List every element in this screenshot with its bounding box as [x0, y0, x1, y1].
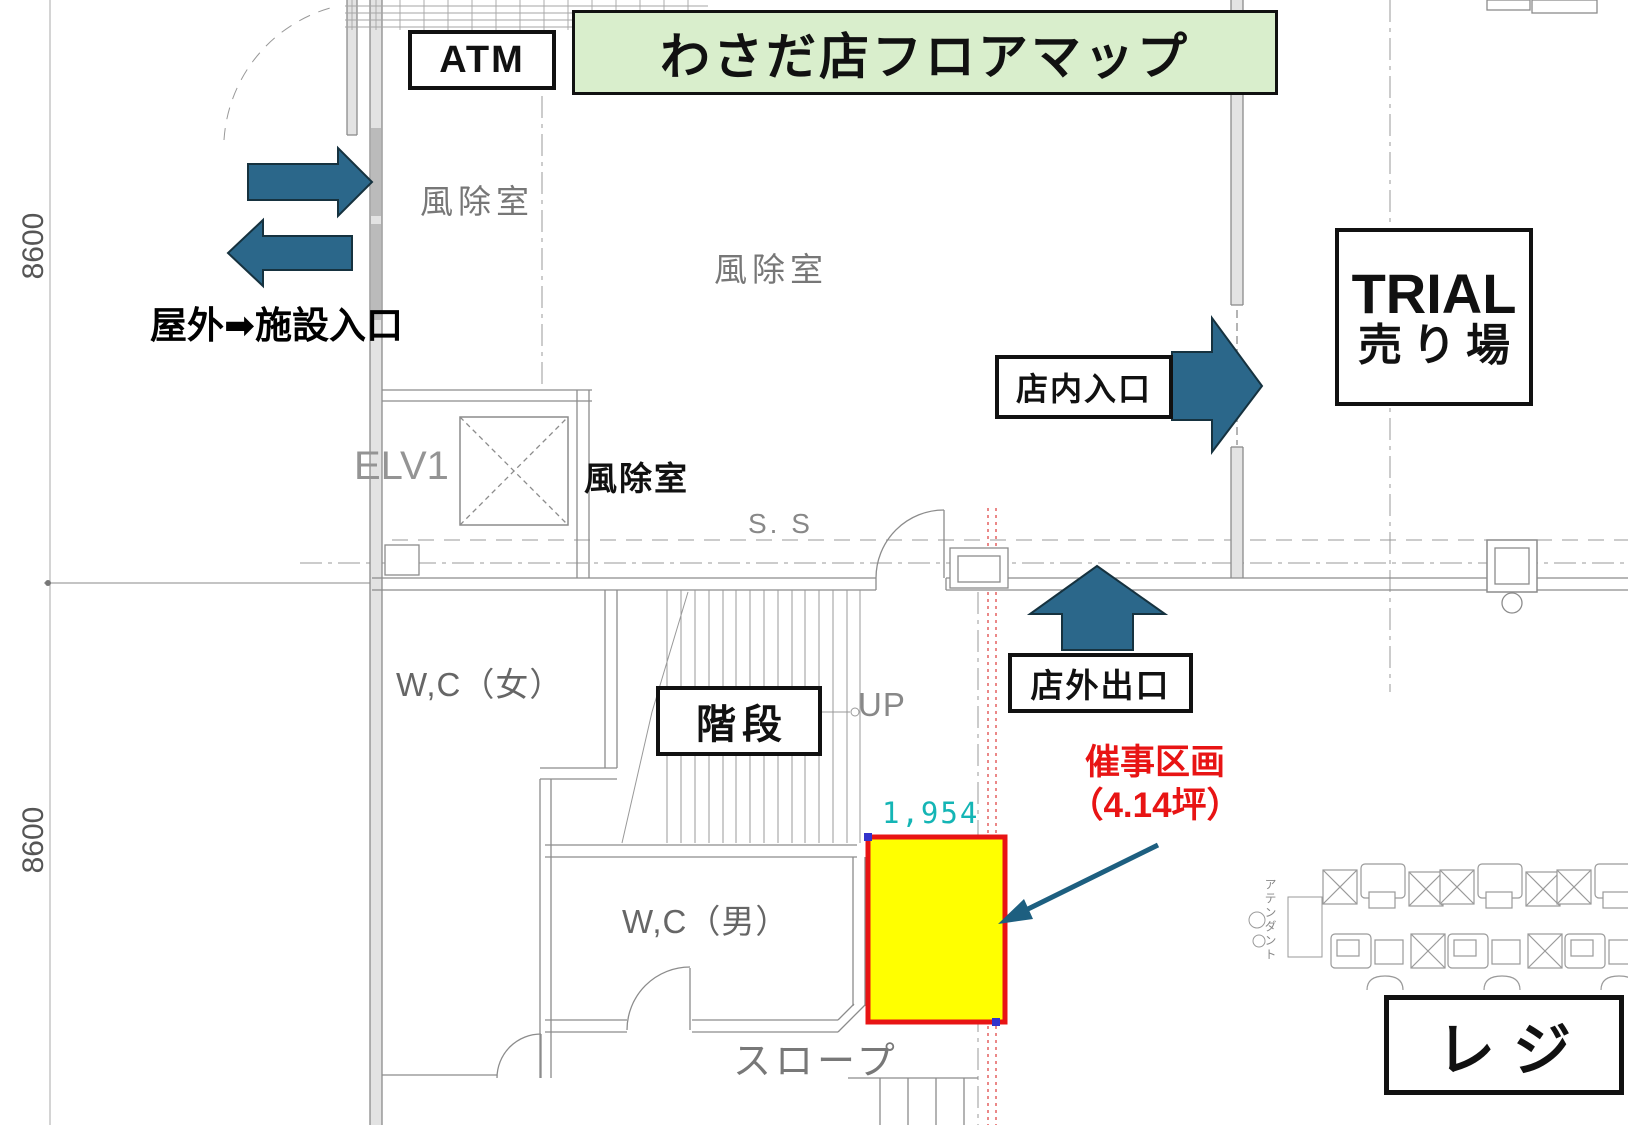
flow-arrows: [226, 145, 1264, 651]
room-vestibule-left: 風除室: [420, 183, 534, 220]
dimension-8600-top: 8600: [17, 212, 50, 280]
outdoor-entrance-label: 屋外➡施設入口: [150, 305, 404, 346]
register-symbols: [1248, 864, 1628, 990]
event-area-label: 催事区画 （4.14坪）: [1030, 742, 1280, 827]
room-vestibule-small: 風除室: [584, 460, 689, 497]
atm-label-text: ATM: [439, 38, 525, 81]
page-title-text: わさだ店フロアマップ: [660, 28, 1190, 85]
arrow-store-entrance-icon: [1171, 314, 1264, 455]
register-label-box: レジ: [1384, 995, 1624, 1095]
event-area-size: （4.14坪）: [1068, 785, 1242, 825]
room-vestibule-main: 風除室: [714, 251, 828, 288]
store-entrance-box: 店内入口: [995, 355, 1173, 419]
register-label-text: レジ: [1436, 1018, 1589, 1083]
event-area-width-dimension: 1,954: [882, 796, 980, 830]
event-area-highlight: [864, 833, 1008, 1026]
event-area-name: 催事区画: [1084, 743, 1225, 782]
attendant-label: アテンダント: [1263, 878, 1277, 962]
room-wc-men: W,C（男）: [622, 903, 790, 940]
stairs-label-box: 階段: [656, 686, 822, 756]
room-wc-women: W,C（女）: [396, 666, 564, 703]
store-exit-box: 店外出口: [1008, 653, 1193, 713]
elevator-label: ELV1: [354, 444, 449, 488]
trial-sales-floor-box: TRIAL 売り場: [1335, 228, 1533, 406]
trial-floor-text: 売り場: [1358, 321, 1520, 371]
service-space-label: S. S: [748, 508, 813, 539]
stairs-up-label: UP: [858, 686, 906, 723]
arrow-in-facility-icon: [247, 145, 374, 219]
walls: [345, 0, 1628, 1125]
trial-name-text: TRIAL: [1351, 261, 1517, 325]
store-exit-text: 店外出口: [1030, 667, 1171, 704]
atm-label-box: ATM: [408, 30, 556, 90]
store-entrance-text: 店内入口: [1015, 371, 1152, 407]
event-pointer-arrow: [998, 842, 1160, 924]
stairs-label-text: 階段: [696, 703, 788, 747]
page-title: わさだ店フロアマップ: [572, 10, 1278, 95]
slope-label: スロープ: [733, 1041, 899, 1083]
exit-guide-lines: [987, 508, 997, 1125]
arrow-store-exit-icon: [1026, 564, 1169, 651]
dimension-8600-bottom: 8600: [17, 806, 50, 874]
arrow-out-facility-icon: [226, 217, 353, 289]
